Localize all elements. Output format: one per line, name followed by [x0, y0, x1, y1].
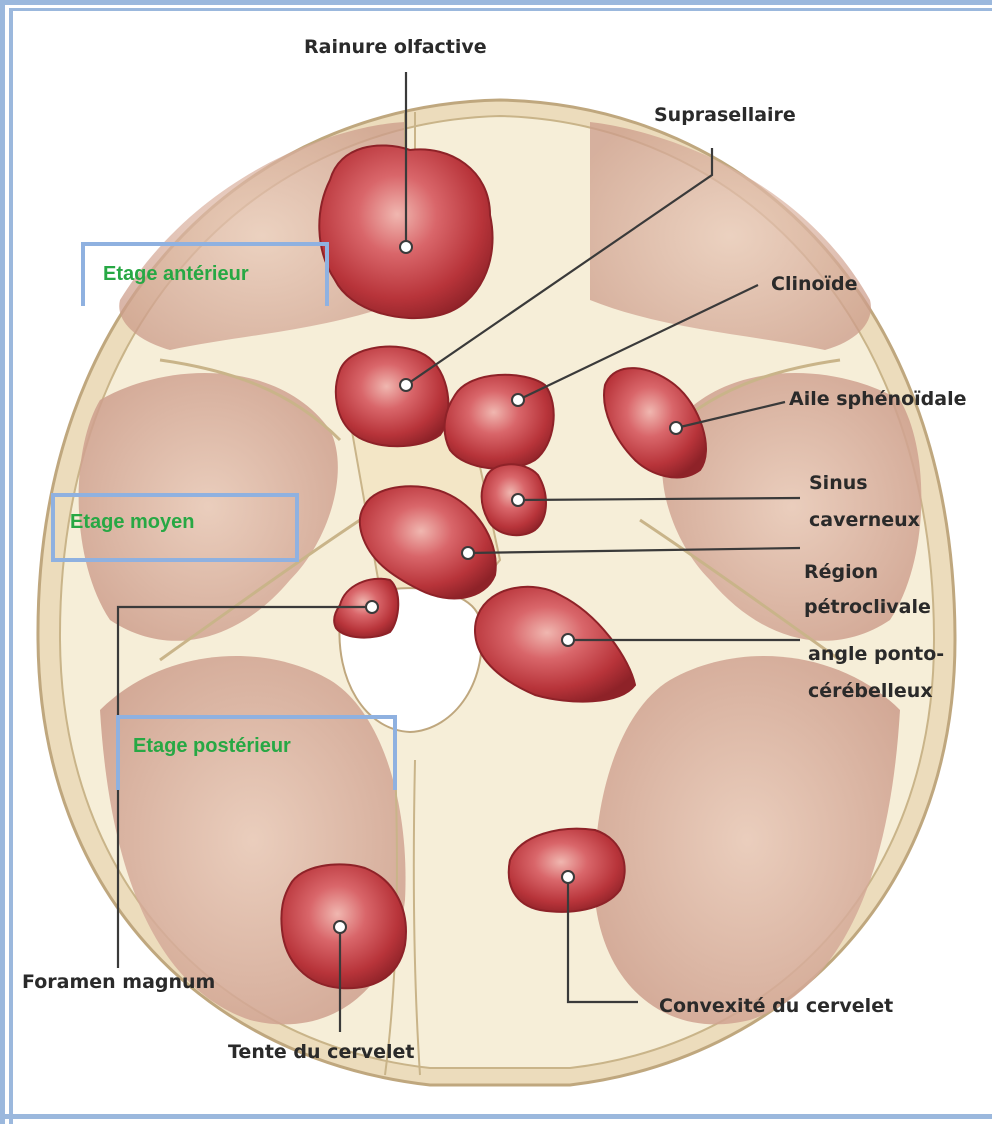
label-petroclivale-line2: pétroclivale — [804, 596, 931, 618]
label-petroclivale-line1: Région — [804, 561, 878, 583]
zone-label-moyen: Etage moyen — [70, 511, 194, 533]
label-suprasellaire: Suprasellaire — [654, 104, 796, 126]
label-sinus-line1: Sinus — [809, 472, 868, 494]
label-rainure-olfactive: Rainure olfactive — [304, 36, 487, 58]
skull-base — [38, 100, 955, 1085]
tumor-suprasellar — [336, 347, 449, 447]
label-clinoide: Clinoïde — [771, 273, 858, 295]
label-sinus-line2: caverneux — [809, 509, 920, 531]
zone-label-anterieur: Etage antérieur — [103, 263, 249, 285]
label-tente-cervelet: Tente du cervelet — [228, 1041, 414, 1063]
label-foramen-magnum: Foramen magnum — [22, 971, 215, 993]
label-angle-line2: cérébelleux — [808, 680, 933, 702]
label-convexite-cervelet: Convexité du cervelet — [659, 995, 893, 1017]
zone-label-posterieur: Etage postérieur — [133, 735, 291, 757]
label-angle-line1: angle ponto- — [808, 643, 944, 665]
tumor-clinoid — [445, 375, 554, 469]
label-aile-sphenoidale: Aile sphénoïdale — [789, 388, 966, 410]
